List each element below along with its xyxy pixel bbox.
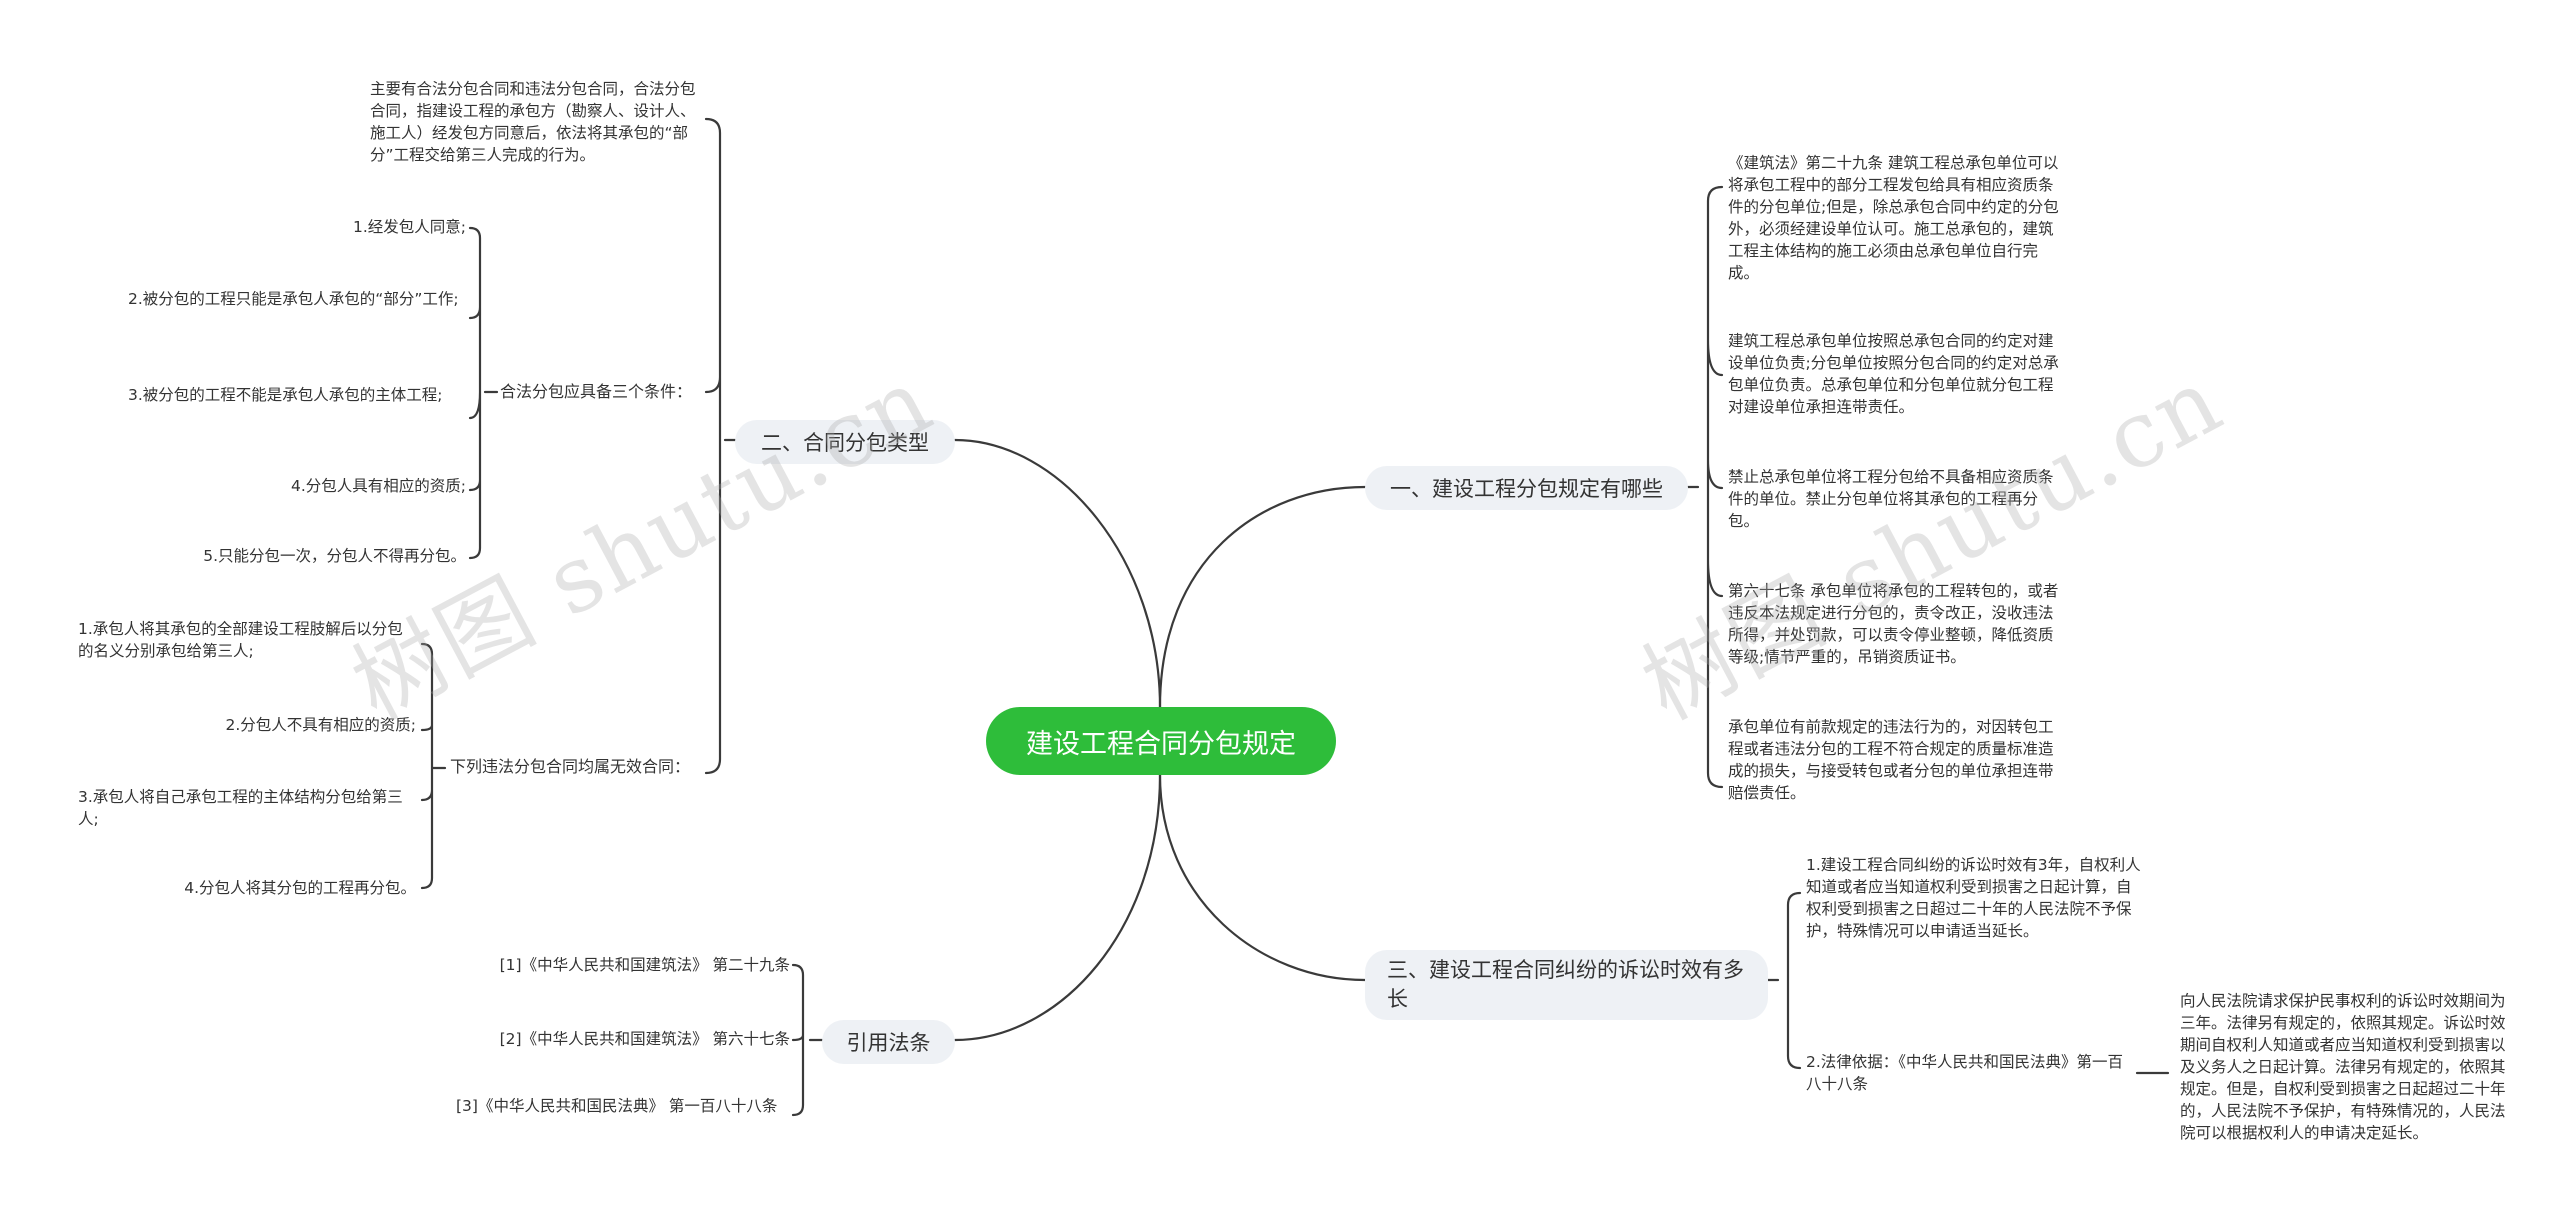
invalid-item-1: 1.承包人将其承包的全部建设工程肢解后以分包的名义分别承包给第三人; [78, 620, 403, 660]
b4-item-3: [3]《中华人民共和国民法典》 第一百八十八条 [456, 1097, 778, 1115]
b3-item-2: 2.法律依据：《中华人民共和国民法典》第一百八十八条 [1806, 1053, 2124, 1093]
legal-item-3: 3.被分包的工程不能是承包人承包的主体工程; [128, 386, 443, 404]
branch-b1[interactable]: 一、建设工程分包规定有哪些 [1365, 466, 1688, 510]
bracket-legal [468, 226, 499, 560]
bracket-b1 [1686, 185, 1724, 789]
b3-item-2-detail: 向人民法院请求保护民事权利的诉讼时效期间为三年。法律另有规定的，依照其规定。诉讼… [2180, 992, 2506, 1142]
b1-item-3: 禁止总承包单位将工程分包给不具备相应资质条件的单位。禁止分包单位将其承包的工程再… [1728, 468, 2054, 530]
bracket-b3 [1766, 891, 1802, 1070]
b1-item-4: 第六十七条 承包单位将承包的工程转包的，或者违反本法规定进行分包的，责令改正，没… [1728, 582, 2059, 666]
b3-item-1: 1.建设工程合同纠纷的诉讼时效有3年，自权利人知道或者应当知道权利受到损害之日起… [1806, 856, 2141, 940]
b4-item-2: [2]《中华人民共和国建筑法》 第六十七条 [499, 1030, 790, 1048]
edge-root-b3 [1158, 773, 1367, 982]
invalid-item-4: 4.分包人将其分包的工程再分包。 [184, 879, 416, 897]
legal-item-1: 1.经发包人同意; [352, 218, 466, 236]
b2-intro: 主要有合法分包合同和违法分包合同，合法分包合同，指建设工程的承包方（勘察人、设计… [370, 80, 696, 164]
invalid-item-2: 2.分包人不具有相应的资质; [225, 716, 416, 734]
branch-b4[interactable]: 引用法条 [822, 1020, 955, 1064]
legal-item-5: 5.只能分包一次，分包人不得再分包。 [203, 547, 466, 565]
b4-item-1: [1]《中华人民共和国建筑法》 第二十九条 [499, 956, 790, 974]
branch-b3[interactable]: 三、建设工程合同纠纷的诉讼时效有多长 [1365, 950, 1768, 1020]
root-topic[interactable]: 建设工程合同分包规定 [986, 707, 1336, 775]
edge-root-b1 [1158, 485, 1367, 709]
edge-root-b4 [953, 773, 1162, 1042]
legal-conditions-label[interactable]: 合法分包应具备三个条件： [500, 382, 693, 401]
branch-b2[interactable]: 二、合同分包类型 [735, 420, 955, 464]
b1-item-5: 承包单位有前款规定的违法行为的，对因转包工程或者违法分包的工程不符合规定的质量标… [1728, 718, 2054, 802]
legal-item-2: 2.被分包的工程只能是承包人承包的“部分”工作; [128, 290, 459, 308]
legal-item-4: 4.分包人具有相应的资质; [290, 477, 466, 495]
b1-item-1: 《建筑法》第二十九条 建筑工程总承包单位可以将承包工程中的部分工程发包给具有相应… [1728, 154, 2059, 282]
bracket-b2 [704, 117, 737, 775]
edge-root-b2 [953, 438, 1162, 709]
bracket-invalid [420, 642, 447, 890]
bracket-b4 [791, 963, 824, 1117]
invalid-item-3: 3.承包人将自己承包工程的主体结构分包给第三人; [78, 788, 403, 828]
b1-item-2: 建筑工程总承包单位按照总承包合同的约定对建设单位负责;分包单位按照分包合同的约定… [1728, 332, 2059, 416]
invalid-contracts-label[interactable]: 下列违法分包合同均属无效合同： [450, 757, 691, 776]
